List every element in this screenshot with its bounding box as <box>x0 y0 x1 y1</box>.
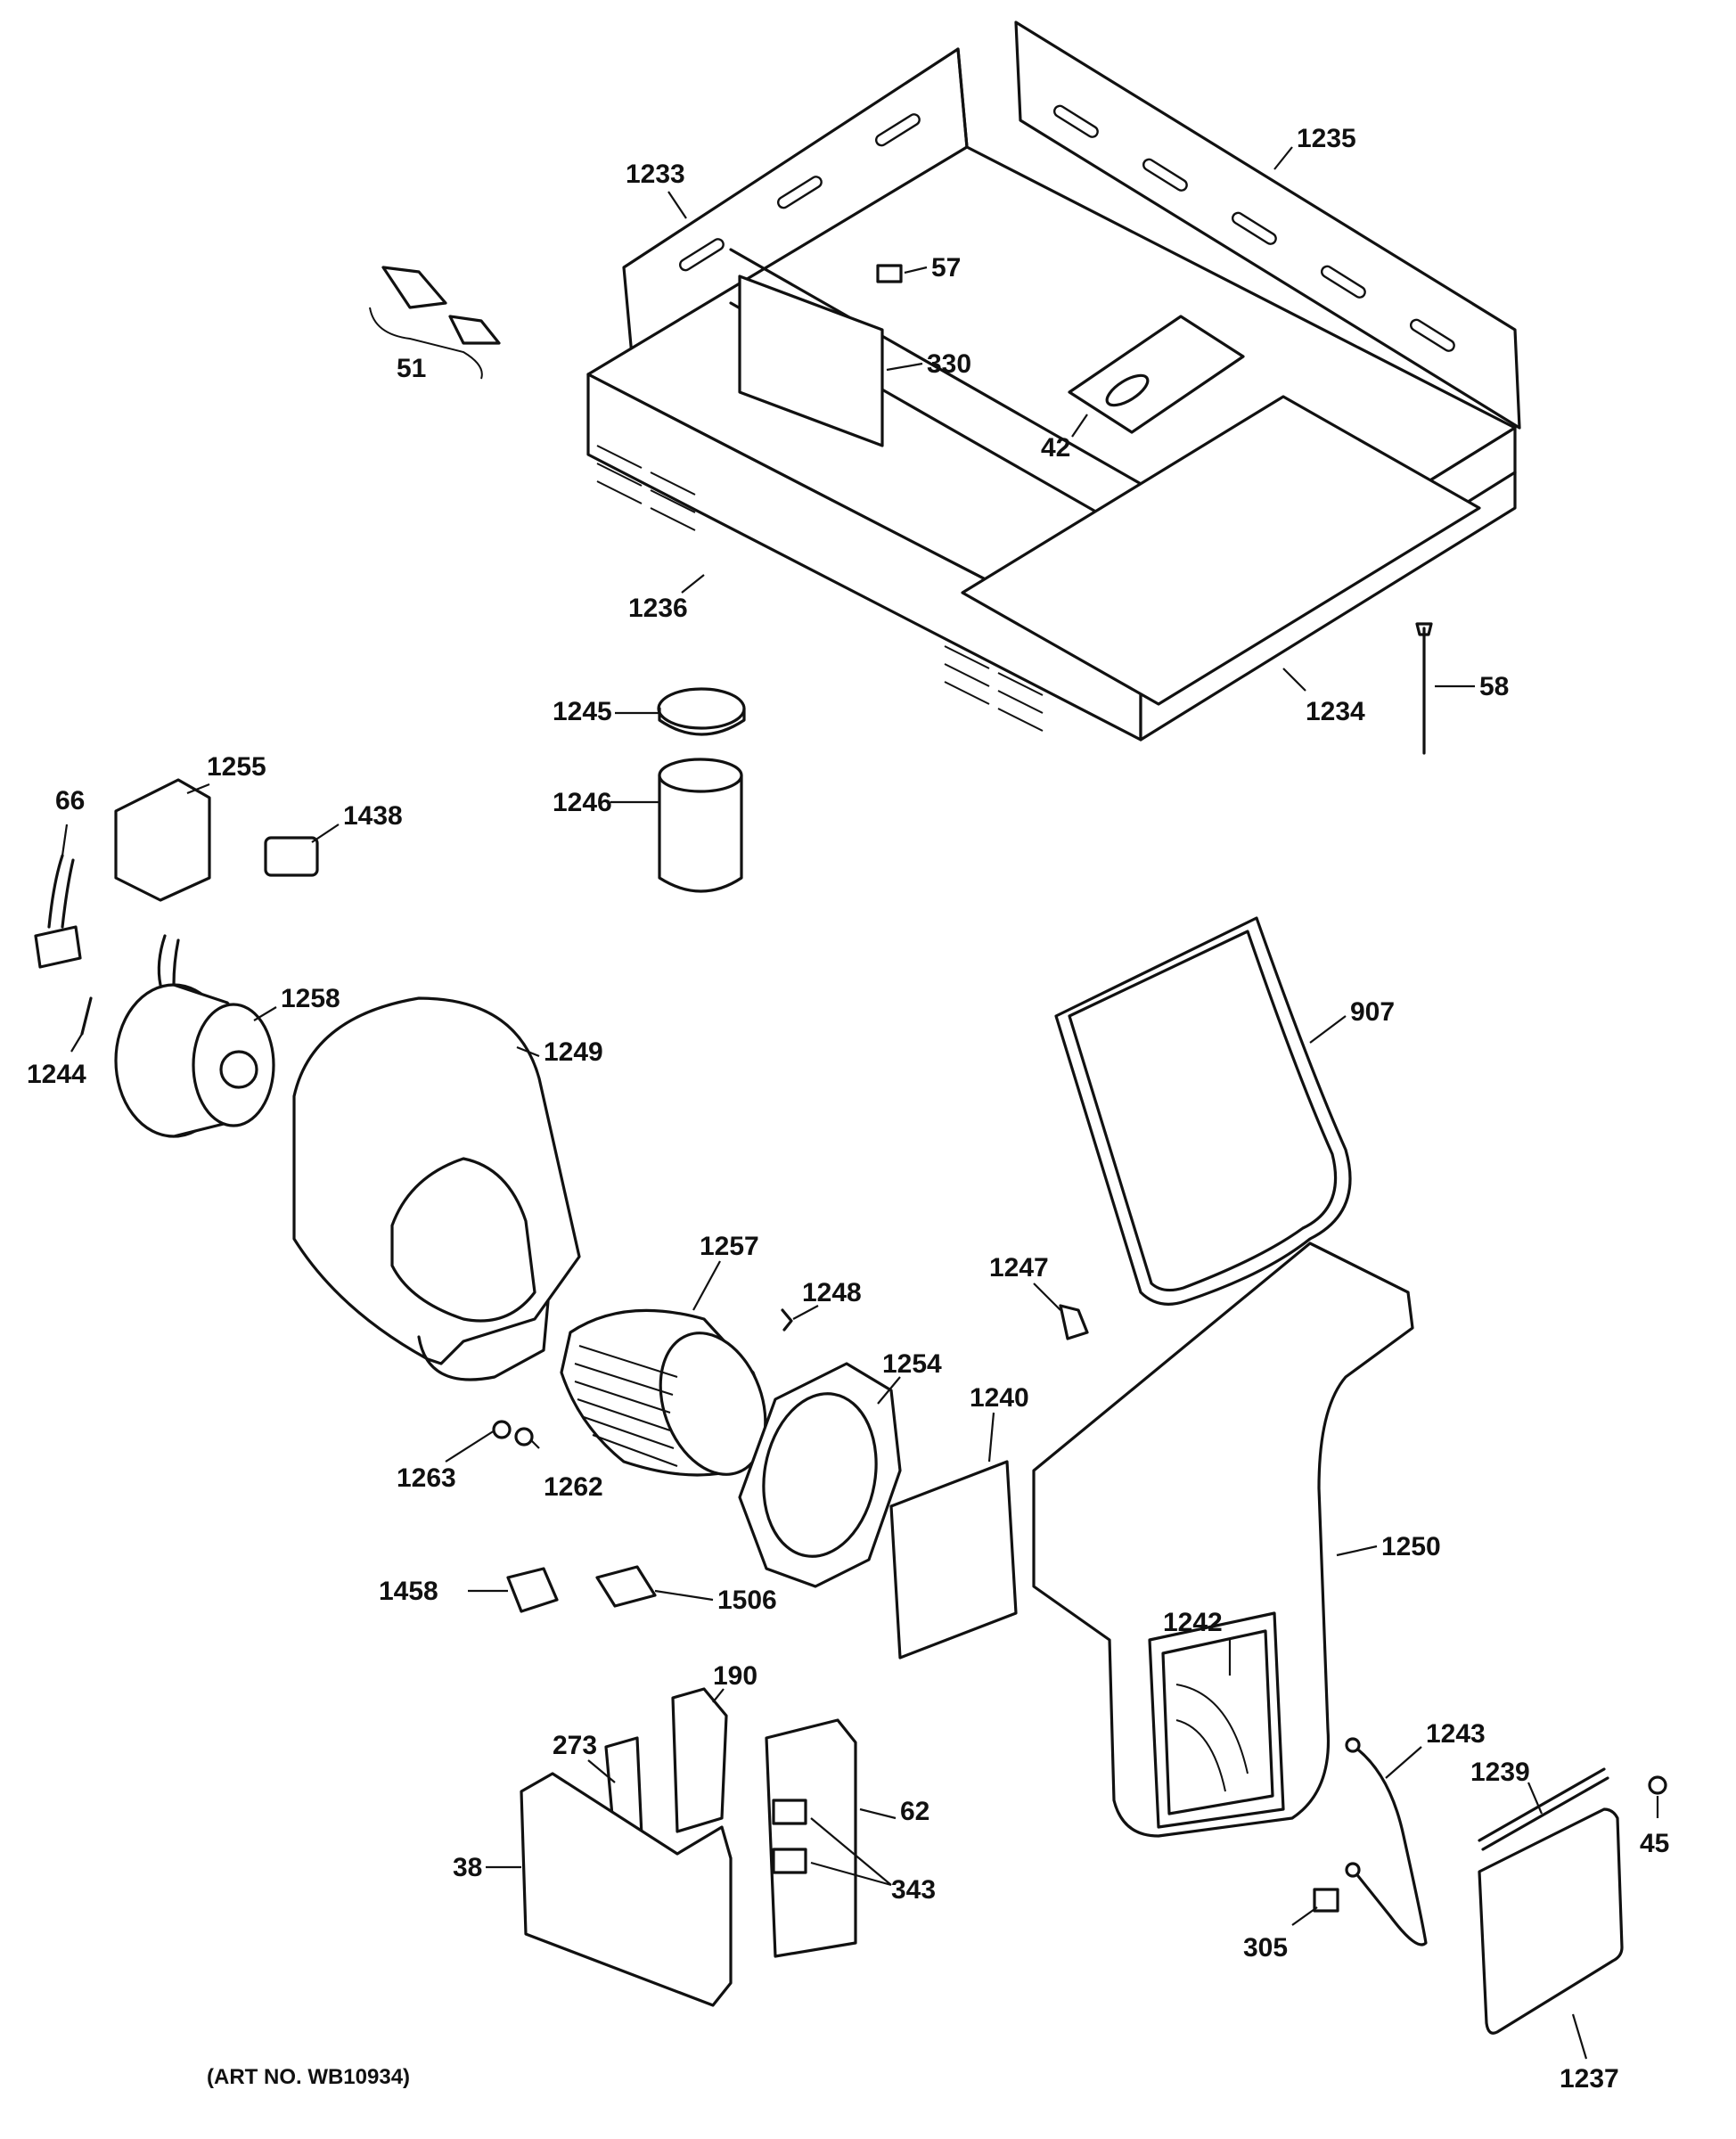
seal-1239 <box>1478 1767 1609 1851</box>
clip-1247 <box>1059 1304 1089 1340</box>
clip-57 <box>876 264 903 283</box>
thermostat-66 <box>34 925 82 969</box>
callout-1249: 1249 <box>544 1037 603 1067</box>
callout-1236: 1236 <box>628 594 688 623</box>
callout-1250: 1250 <box>1381 1532 1441 1561</box>
callout-57: 57 <box>931 253 961 283</box>
callout-1245: 1245 <box>553 697 612 726</box>
chassis-front-vents <box>596 445 1044 732</box>
bracket-1255 <box>114 778 211 902</box>
callout-1438: 1438 <box>343 801 403 831</box>
jar-1246 <box>658 774 743 893</box>
callout-62: 62 <box>900 1797 929 1826</box>
orifice-ring-1254 <box>738 1362 902 1588</box>
callout-1458: 1458 <box>379 1577 438 1606</box>
bracket-330 <box>738 275 884 447</box>
blower-assembly <box>114 934 581 1381</box>
callout-190: 190 <box>713 1661 757 1691</box>
screw-1248 <box>781 1308 793 1332</box>
callout-273: 273 <box>553 1731 597 1760</box>
callout-labels: 1233 1235 57 330 51 42 1236 1234 58 1245… <box>27 124 1669 2094</box>
callout-1248: 1248 <box>802 1278 862 1307</box>
callout-66: 66 <box>55 786 85 815</box>
callout-45: 45 <box>1640 1829 1669 1858</box>
callout-1257: 1257 <box>700 1232 759 1261</box>
connector-1458 <box>506 1567 559 1613</box>
connector-1506 <box>595 1565 657 1608</box>
callout-1263: 1263 <box>397 1463 456 1493</box>
callout-51: 51 <box>397 354 426 383</box>
callout-1255: 1255 <box>207 752 266 782</box>
electrical-parts <box>520 1687 1624 2035</box>
leader-lines <box>61 146 1659 2060</box>
screw-1244 <box>80 996 93 1036</box>
callout-330: 330 <box>927 349 971 379</box>
switch-343-b <box>772 1848 807 1874</box>
chassis-assembly <box>586 20 1521 755</box>
callout-1246: 1246 <box>553 788 612 817</box>
board-62 <box>765 1718 857 1958</box>
callout-1242: 1242 <box>1163 1608 1223 1637</box>
callout-1506: 1506 <box>717 1586 777 1615</box>
switch-343-a <box>772 1799 807 1825</box>
wire-1243 <box>1353 1745 1428 1946</box>
callout-1244: 1244 <box>27 1060 86 1089</box>
screen-1240 <box>889 1460 1018 1660</box>
callout-1237: 1237 <box>1560 2064 1619 2094</box>
blower-wheel-1257 <box>560 1308 767 1477</box>
callout-1258: 1258 <box>281 984 340 1013</box>
callout-1233: 1233 <box>626 160 685 189</box>
connectors <box>506 1565 657 1613</box>
jar-assembly <box>657 687 746 893</box>
side-panel-slots <box>678 113 921 272</box>
callout-58: 58 <box>1479 672 1509 701</box>
callout-1240: 1240 <box>970 1383 1029 1413</box>
filter-907 <box>1054 916 1352 1306</box>
callout-907: 907 <box>1350 997 1395 1027</box>
door-1237 <box>1478 1807 1624 2035</box>
callout-42: 42 <box>1041 433 1070 463</box>
nut-45 <box>1648 1775 1667 1795</box>
callout-1247: 1247 <box>989 1253 1049 1283</box>
cover-38 <box>520 1772 733 2007</box>
nut-1262 <box>514 1427 534 1446</box>
art-number: (ART NO. WB10934) <box>207 2065 410 2089</box>
duct-1250 <box>1032 1242 1414 1838</box>
jar-lid-1245 <box>657 687 746 730</box>
callout-343: 343 <box>891 1875 936 1905</box>
connector-305 <box>1313 1888 1339 1913</box>
callout-1234: 1234 <box>1306 697 1365 726</box>
callout-305: 305 <box>1243 1933 1288 1963</box>
callout-38: 38 <box>453 1853 482 1882</box>
callout-1243: 1243 <box>1426 1719 1486 1749</box>
nut-1263 <box>492 1420 512 1439</box>
callout-1262: 1262 <box>544 1472 603 1502</box>
callout-1235: 1235 <box>1297 124 1356 153</box>
capacitor-1438 <box>264 836 319 877</box>
callout-1254: 1254 <box>882 1349 942 1379</box>
rear-panel-slots <box>1052 104 1455 352</box>
callout-1239: 1239 <box>1470 1758 1530 1787</box>
fasteners <box>492 1304 1667 1795</box>
hinges-51 <box>369 266 501 380</box>
bracket-190 <box>671 1687 728 1833</box>
left-small-parts <box>34 778 319 1036</box>
